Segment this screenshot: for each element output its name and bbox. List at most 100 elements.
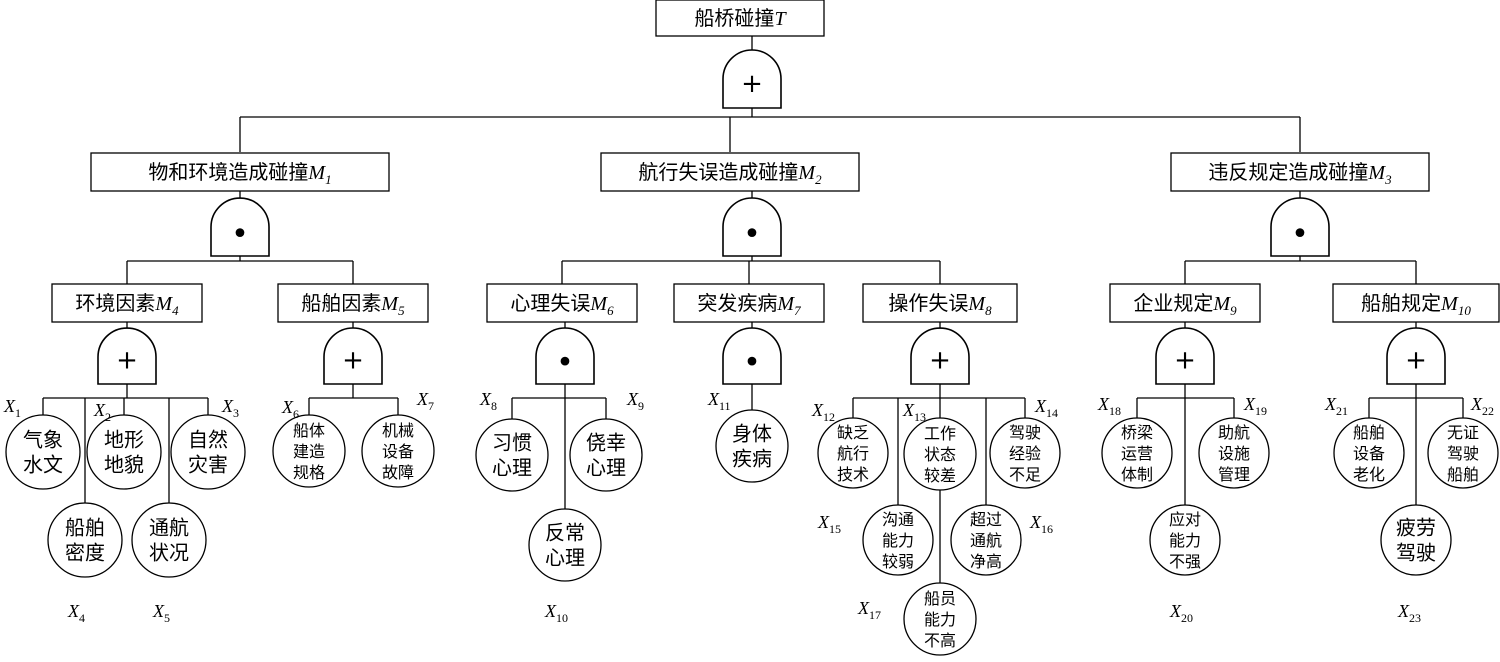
basic-event-x12 xyxy=(817,417,889,489)
basic-event-text: 船员 xyxy=(924,589,956,608)
basic-event-text: 技术 xyxy=(837,465,869,484)
intermediate-m4-box xyxy=(51,283,203,323)
basic-event-text: 能力 xyxy=(1169,531,1201,550)
or-gate-m4 xyxy=(97,327,157,385)
and-gate-symbol: • xyxy=(743,217,761,252)
intermediate-m8-label: 操作失误M8 xyxy=(888,291,992,318)
basic-event-var-x5: X5 xyxy=(152,601,170,625)
or-gate-m9 xyxy=(1155,327,1215,385)
basic-event-text: 超过 xyxy=(970,510,1002,529)
basic-event-var-x10: X10 xyxy=(544,601,568,625)
basic-event-text: 应对 xyxy=(1169,510,1201,529)
basic-event-text: 自然 xyxy=(188,428,228,452)
basic-event-text: 故障 xyxy=(382,463,414,482)
basic-event-text: 驾驶 xyxy=(1009,423,1041,442)
and-gate-m1 xyxy=(210,197,270,257)
intermediate-m1-label: 物和环境造成碰撞M1 xyxy=(148,160,331,187)
and-gate-m3 xyxy=(1270,197,1330,257)
basic-event-x20 xyxy=(1149,504,1221,576)
basic-event-x3 xyxy=(170,414,246,490)
basic-event-var-x15: X15 xyxy=(817,512,841,536)
intermediate-m5-label: 船舶因素M5 xyxy=(301,291,405,318)
intermediate-m2-label: 航行失误造成碰撞M2 xyxy=(638,160,822,187)
basic-event-text: 助航 xyxy=(1218,423,1250,442)
intermediate-m3-box xyxy=(1170,152,1430,192)
basic-event-var-x4: X4 xyxy=(67,601,85,625)
basic-event-text: 桥梁 xyxy=(1121,423,1153,442)
basic-event-x19 xyxy=(1198,417,1270,489)
or-gate-symbol: + xyxy=(929,346,951,376)
basic-event-text: 净高 xyxy=(970,552,1002,571)
basic-event-text: 反常 xyxy=(545,521,585,545)
basic-event-text: 沟通 xyxy=(882,510,914,529)
and-gate-symbol: • xyxy=(1291,217,1309,252)
basic-event-x21 xyxy=(1333,417,1405,489)
basic-event-var-x18: X18 xyxy=(1097,394,1121,418)
basic-event-text: 侥幸 xyxy=(586,431,626,455)
basic-event-x8 xyxy=(475,418,549,492)
or-gate-symbol: + xyxy=(342,346,364,376)
basic-event-text: 船舶 xyxy=(65,516,105,540)
basic-event-text: 设施 xyxy=(1218,444,1250,463)
and-gate-symbol: • xyxy=(556,346,574,381)
and-gate-m7 xyxy=(722,327,782,385)
basic-event-text: 疾病 xyxy=(732,447,772,471)
basic-event-x5 xyxy=(131,502,207,578)
intermediate-m6-box xyxy=(486,283,638,323)
basic-event-x23 xyxy=(1380,504,1452,576)
basic-event-text: 规格 xyxy=(293,463,325,482)
intermediate-m10-label: 船舶规定M10 xyxy=(1361,291,1471,318)
and-gate-symbol: • xyxy=(743,346,761,381)
basic-event-var-x11: X11 xyxy=(707,389,731,413)
basic-event-x1 xyxy=(5,414,81,490)
basic-event-text: 经验 xyxy=(1009,444,1041,463)
intermediate-m5-box xyxy=(277,283,429,323)
basic-event-var-x9: X9 xyxy=(626,389,644,413)
basic-event-text: 通航 xyxy=(970,531,1002,550)
intermediate-m9-box xyxy=(1109,283,1261,323)
basic-event-var-x7: X7 xyxy=(416,389,434,413)
basic-event-var-x23: X23 xyxy=(1397,601,1421,625)
basic-event-var-x19: X19 xyxy=(1243,394,1267,418)
basic-event-text: 体制 xyxy=(1121,465,1153,484)
basic-event-text: 心理 xyxy=(586,456,626,480)
basic-event-text: 状况 xyxy=(149,541,189,565)
basic-event-text: 不强 xyxy=(1169,552,1201,571)
basic-event-text: 心理 xyxy=(545,546,585,570)
intermediate-m10-box xyxy=(1332,283,1500,323)
basic-event-text: 管理 xyxy=(1218,465,1250,484)
intermediate-m9-label: 企业规定M9 xyxy=(1133,291,1237,318)
basic-event-text: 习惯 xyxy=(492,431,532,455)
basic-event-x10 xyxy=(528,508,602,582)
basic-event-text: 水文 xyxy=(23,453,63,477)
basic-event-x16 xyxy=(950,504,1022,576)
and-gate-symbol: • xyxy=(231,217,249,252)
basic-event-var-x21: X21 xyxy=(1324,394,1348,418)
top-event-label: 船桥碰撞T xyxy=(694,6,787,30)
intermediate-m4-label: 环境因素M4 xyxy=(75,291,179,318)
or-gate-m8 xyxy=(910,327,970,385)
basic-event-var-x3: X3 xyxy=(221,396,239,420)
basic-event-text: 较差 xyxy=(924,466,956,485)
basic-event-text: 机械 xyxy=(382,421,414,440)
basic-event-x17 xyxy=(903,582,977,656)
basic-event-var-x17: X17 xyxy=(857,598,881,622)
basic-event-var-x22: X22 xyxy=(1470,394,1494,418)
or-gate-m5 xyxy=(323,327,383,385)
basic-event-text: 心理 xyxy=(492,456,532,480)
basic-event-text: 能力 xyxy=(924,610,956,629)
basic-event-text: 气象 xyxy=(23,428,63,452)
basic-event-text: 船舶 xyxy=(1353,423,1385,442)
basic-event-text: 缺乏 xyxy=(837,423,869,442)
basic-event-text: 不足 xyxy=(1009,465,1041,484)
basic-event-text: 状态 xyxy=(924,445,956,464)
basic-event-text: 设备 xyxy=(1353,444,1385,463)
or-gate-t xyxy=(722,49,782,109)
basic-event-var-x1: X1 xyxy=(3,396,21,420)
basic-event-x7 xyxy=(361,414,435,488)
basic-event-text: 身体 xyxy=(732,422,772,446)
basic-event-text: 疲劳 xyxy=(1396,516,1436,540)
basic-event-x2 xyxy=(86,414,162,490)
basic-event-x22 xyxy=(1427,417,1499,489)
